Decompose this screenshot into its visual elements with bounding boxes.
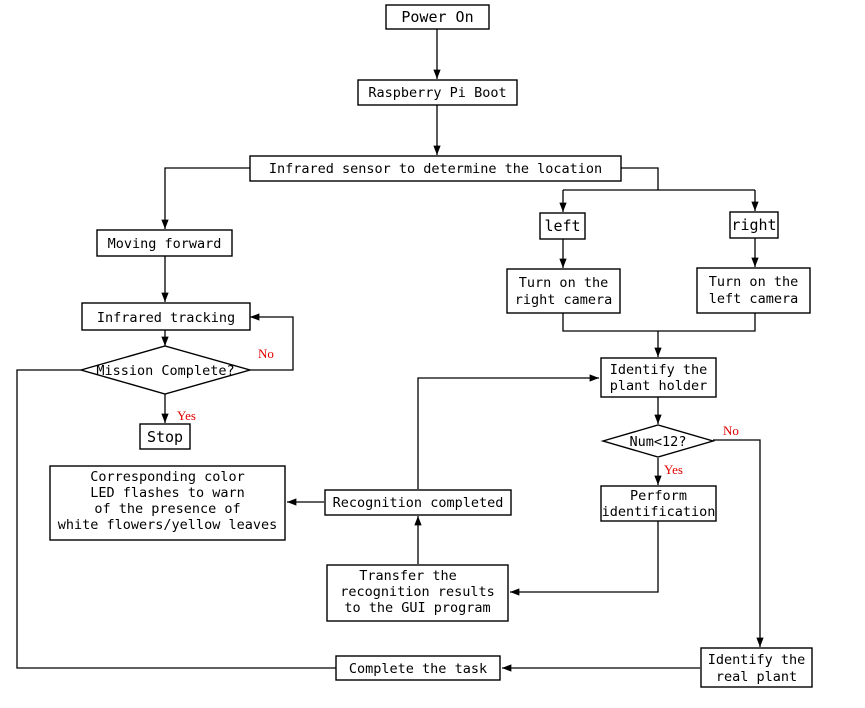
node-turn-left-camera-line1: Turn on the <box>709 274 798 290</box>
node-transfer-results-line1: Transfer the <box>359 568 457 584</box>
node-infrared-tracking-label: Infrared tracking <box>97 310 235 326</box>
edge-sensor-to-moving <box>161 167 250 229</box>
label-mission-no: No <box>258 346 274 361</box>
node-led-warning-line3: of the presence of <box>94 501 240 517</box>
node-complete-task: Complete the task <box>335 655 501 681</box>
node-turn-left-camera: Turn on the left camera <box>696 267 811 314</box>
node-right: right <box>729 211 779 239</box>
node-identify-holder: Identify the plant holder <box>600 357 717 398</box>
node-turn-right-camera: Turn on the right camera <box>506 268 621 314</box>
edge-mission-to-complete-loop <box>16 369 336 669</box>
node-complete-task-label: Complete the task <box>349 661 487 677</box>
node-identify-real-plant-line2: real plant <box>716 669 797 685</box>
node-raspberry-boot: Raspberry Pi Boot <box>357 79 518 106</box>
node-transfer-results: Transfer the recognition results to the … <box>326 564 509 622</box>
node-led-warning-line1: Corresponding color <box>90 469 244 485</box>
label-mission-yes: Yes <box>177 408 196 423</box>
edge-cameras-merge <box>562 313 756 332</box>
node-turn-right-camera-line2: right camera <box>515 292 613 308</box>
node-recognition-completed: Recognition completed <box>324 489 512 516</box>
edge-sensor-to-branch <box>621 167 659 190</box>
node-moving-forward-label: Moving forward <box>108 236 222 252</box>
connectors <box>16 29 764 672</box>
node-turn-left-camera-line2: left camera <box>709 291 798 307</box>
node-identify-holder-line1: Identify the <box>610 362 708 378</box>
node-perform-identification-line1: Perform <box>630 488 687 504</box>
node-infrared-tracking: Infrared tracking <box>81 302 251 331</box>
node-power-on: Power On <box>385 4 490 30</box>
node-mission-complete: Mission Complete? <box>78 345 253 395</box>
edge-recognition-to-holder <box>417 374 599 489</box>
node-transfer-results-line3: to the GUI program <box>344 600 490 616</box>
node-infrared-sensor-label: Infrared sensor to determine the locatio… <box>269 161 602 177</box>
node-stop-label: Stop <box>147 428 183 446</box>
node-moving-forward: Moving forward <box>96 229 233 257</box>
node-led-warning: Corresponding color LED flashes to warn … <box>49 465 286 541</box>
node-infrared-sensor: Infrared sensor to determine the locatio… <box>249 155 622 182</box>
node-identify-real-plant-line1: Identify the <box>708 652 806 668</box>
node-transfer-results-line2: recognition results <box>340 584 494 600</box>
node-led-warning-line2: LED flashes to warn <box>90 485 244 501</box>
label-num-no: No <box>723 423 739 438</box>
label-num-yes: Yes <box>664 462 683 477</box>
node-left-label: left <box>544 217 580 235</box>
node-recognition-completed-label: Recognition completed <box>333 495 504 511</box>
node-power-on-label: Power On <box>401 8 473 26</box>
node-perform-identification: Perform identification <box>600 485 717 522</box>
node-num-check-label: Num<12? <box>630 434 687 450</box>
edge-num-no <box>713 439 764 647</box>
node-led-warning-line4: white flowers/yellow leaves <box>58 517 277 533</box>
node-stop: Stop <box>139 423 191 450</box>
node-identify-holder-line2: plant holder <box>610 378 708 394</box>
node-right-label: right <box>731 216 776 234</box>
edge-mission-no <box>250 313 294 371</box>
node-raspberry-boot-label: Raspberry Pi Boot <box>368 85 506 101</box>
node-num-check: Num<12? <box>600 424 716 458</box>
node-mission-complete-label: Mission Complete? <box>96 363 234 379</box>
node-left: left <box>539 212 586 240</box>
node-turn-right-camera-line1: Turn on the <box>519 275 608 291</box>
node-identify-real-plant: Identify the real plant <box>700 647 813 688</box>
node-perform-identification-line2: identification <box>602 504 716 520</box>
edge-perform-to-transfer <box>510 521 659 596</box>
